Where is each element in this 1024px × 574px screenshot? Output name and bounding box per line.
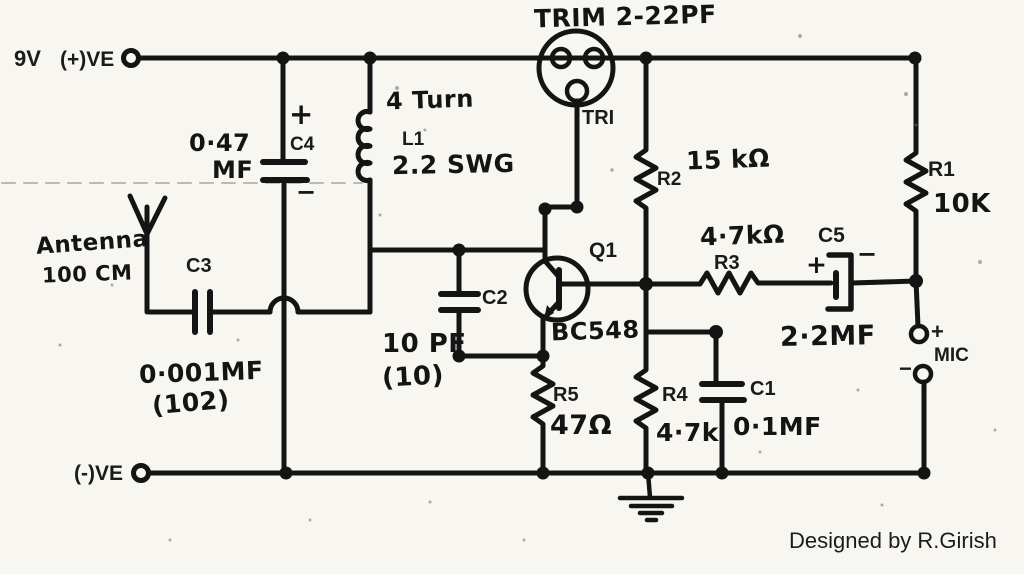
c3-code-label: (102) (150, 384, 231, 421)
c5-symbol (825, 252, 919, 312)
r5-designator-label: R5 (553, 384, 579, 406)
c4-symbol (260, 55, 310, 476)
emitter-arrow-icon (544, 305, 554, 319)
r5-symbol (530, 353, 556, 476)
mic-plus-mark: + (931, 319, 944, 344)
junction-dots (276, 51, 931, 480)
q1-designator-label: Q1 (589, 239, 618, 262)
mic-minus-mark: − (899, 356, 912, 381)
r1-value-label: 10K (933, 189, 991, 219)
l1-designator-label: L1 (402, 129, 425, 150)
c3-designator-label: C3 (186, 255, 212, 277)
r2-value-label: 15 kΩ (685, 143, 771, 176)
positive-rail-label: (+)VE (60, 48, 115, 71)
r4-designator-label: R4 (662, 384, 688, 406)
r1-symbol (903, 55, 929, 284)
q1-symbol (523, 255, 649, 359)
c1-symbol (643, 329, 747, 476)
c4-designator-label: C4 (290, 134, 315, 155)
c2-designator-label: C2 (482, 287, 508, 309)
r3-symbol (643, 270, 834, 296)
ground-icon (617, 470, 685, 523)
c5-minus-mark: − (857, 240, 878, 268)
r4-symbol (633, 281, 659, 476)
c3-value-label: 0·001MF (138, 355, 265, 390)
l1-wire-gauge-label: 2.2 SWG (391, 148, 515, 181)
r2-symbol (633, 55, 659, 287)
bottom-rail-wire (131, 463, 927, 483)
trimmer-title-label: TRIM 2-22PF (533, 0, 718, 34)
r1-designator-label: R1 (928, 158, 955, 181)
c2-code-label: (10) (381, 360, 445, 394)
c1-designator-label: C1 (750, 378, 776, 400)
l1-turns-label: 4 Turn (385, 84, 475, 116)
c5-value-label: 2·2MF (779, 320, 876, 353)
c2-value-label: 10 PF (382, 329, 467, 359)
c2-symbol (438, 247, 546, 359)
c4-value-label: 0·47 (189, 129, 251, 157)
r2-designator-label: R2 (657, 169, 682, 190)
r3-value-label: 4·7kΩ (699, 219, 786, 252)
supply-voltage-label: 9V (14, 46, 41, 71)
mic-label: MIC (934, 345, 969, 366)
c1-value-label: 0·1MF (733, 412, 822, 441)
c4-unit-label: MF (212, 156, 254, 184)
paper-specks (58, 10, 997, 548)
mic-symbol (908, 278, 934, 476)
wire-hop-icon (267, 295, 301, 315)
c5-designator-label: C5 (818, 224, 845, 247)
r3-designator-label: R3 (714, 252, 740, 274)
negative-rail-label: (-)VE (74, 462, 123, 485)
q1-part-label: BC548 (550, 315, 640, 347)
antenna-length-label: 100 CM (41, 260, 133, 288)
r5-value-label: 47Ω (550, 410, 613, 441)
trimmer-symbol (536, 28, 616, 263)
r4-value-label: 4·7k (656, 418, 719, 447)
c4-plus-mark: + (289, 97, 314, 131)
c5-plus-mark: + (806, 250, 828, 279)
antenna-symbol (127, 193, 168, 315)
designer-credit: Designed by R.Girish (789, 528, 997, 553)
top-rail-wire (121, 48, 918, 68)
c4-minus-mark: − (296, 178, 317, 206)
negative-terminal-icon (131, 463, 151, 483)
trimmer-designator-label: TRI (582, 107, 615, 129)
positive-terminal-icon (121, 48, 141, 68)
c3-symbol (146, 289, 373, 335)
